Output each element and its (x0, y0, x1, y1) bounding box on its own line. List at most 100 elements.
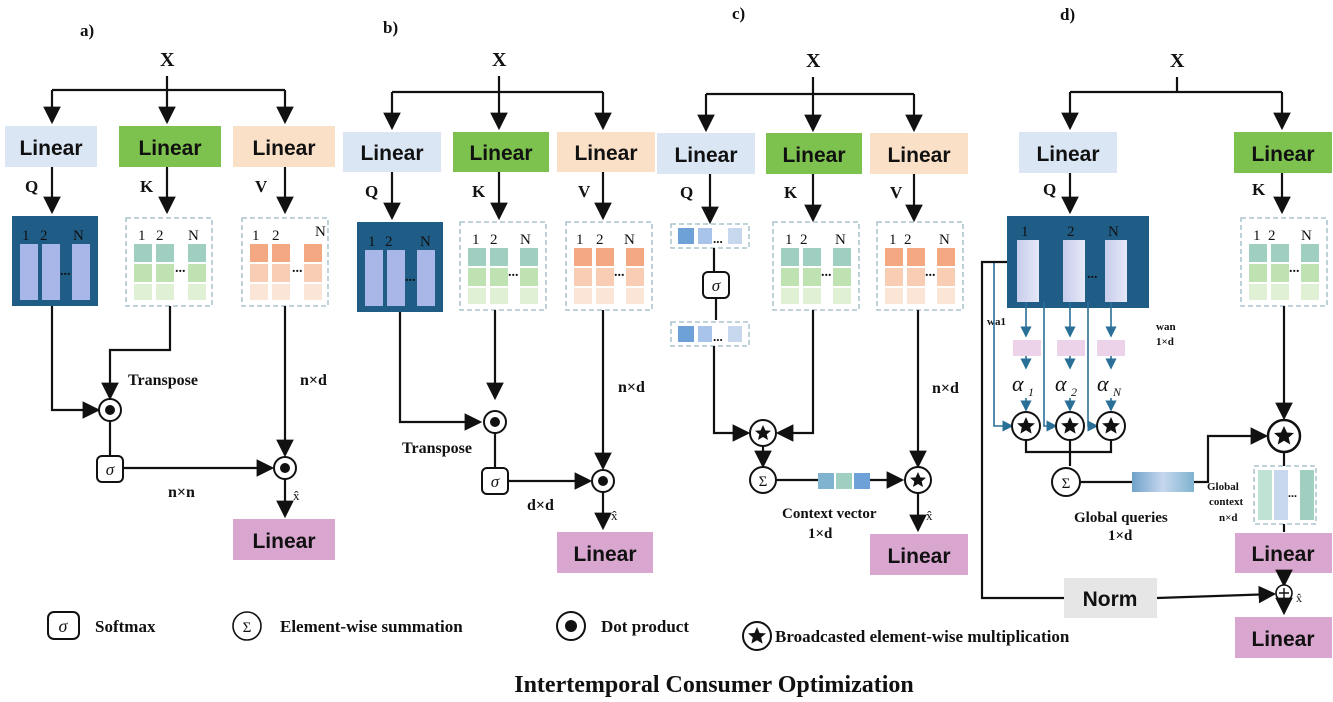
panel-a-k-matrix: 1 2 N ... (125, 217, 213, 307)
svg-text:2: 2 (385, 234, 393, 250)
svg-text:Linear: Linear (469, 142, 532, 165)
panel-c-context-vector (818, 473, 870, 489)
svg-text:N: N (1301, 228, 1312, 244)
panel-a-linear-k (119, 126, 221, 167)
panel-a-linear-v (233, 126, 335, 167)
svg-text:Σ: Σ (243, 620, 252, 636)
panel-c-v-matrix: 1 2 N ... (876, 221, 964, 311)
svg-text:x̂: x̂ (926, 508, 933, 523)
panel-d-alphaN: α (1097, 371, 1109, 396)
svg-text:N: N (520, 232, 531, 248)
panel-d-wan-dim: 1×d (1156, 336, 1174, 348)
svg-text:...: ... (292, 261, 303, 276)
svg-text:...: ... (405, 270, 416, 285)
panel-d-alpha1: α (1012, 371, 1024, 396)
svg-text:...: ... (1288, 486, 1297, 500)
panel-d-global-context: ... (1253, 465, 1317, 525)
panel-d-wa1: wa1 (987, 316, 1006, 328)
panel-a-input-x: X (160, 49, 175, 71)
svg-text:...: ... (925, 265, 936, 280)
svg-text:...: ... (508, 265, 519, 280)
svg-text:Linear: Linear (138, 137, 201, 160)
svg-text:Linear: Linear (1251, 143, 1314, 166)
svg-text:...: ... (821, 265, 832, 280)
panel-c-linear-v (870, 133, 968, 174)
panel-a-nn: n×n (168, 484, 195, 501)
panel-d-input-x: X (1170, 50, 1185, 72)
panel-d-linear-k (1234, 132, 1332, 173)
panel-a-split-lines (50, 76, 287, 122)
panel-b-linear-q (343, 132, 441, 172)
panel-a-linear-q (5, 126, 97, 167)
svg-text:1: 1 (576, 232, 584, 248)
panel-d-alpha2: α (1055, 371, 1067, 396)
panel-c-linear-out (870, 534, 968, 575)
panel-d-linear-out (1235, 617, 1332, 658)
panel-a-v-matrix: 1 2 N ... (241, 217, 329, 307)
svg-text:σ: σ (491, 472, 500, 491)
svg-text:2: 2 (1067, 224, 1075, 240)
svg-text:2: 2 (490, 232, 498, 248)
panel-a-nd: n×d (300, 372, 327, 389)
svg-text:Σ: Σ (1062, 476, 1071, 492)
svg-text:Linear: Linear (782, 144, 845, 167)
panel-b-dd: d×d (527, 497, 554, 514)
panel-d-k-matrix: 1 2 N ... (1240, 217, 1328, 307)
panel-d-global-queries-dim: 1×d (1108, 528, 1133, 544)
panel-b-linear-v (557, 132, 655, 172)
legend-dot-label: Dot product (601, 617, 689, 636)
svg-text:2: 2 (1071, 385, 1077, 399)
svg-text:Linear: Linear (1036, 143, 1099, 166)
svg-text:K: K (1252, 180, 1266, 199)
svg-text:Q: Q (1043, 180, 1056, 199)
svg-text:...: ... (60, 264, 71, 279)
panel-c-linear-k (766, 133, 862, 174)
panel-d: d) X Linear Linear Q K 1 2 N ... 1 (980, 5, 1332, 658)
panel-c-q-vector: ... (670, 223, 750, 249)
legend: σ Softmax Σ Element-wise summation Dot p… (47, 611, 1070, 651)
svg-text:Linear: Linear (360, 142, 423, 165)
panel-d-linear-q (1019, 132, 1117, 173)
svg-text:1: 1 (472, 232, 480, 248)
svg-text:Q: Q (365, 182, 378, 201)
svg-text:N: N (1112, 385, 1122, 399)
svg-text:V: V (578, 182, 591, 201)
svg-text:N: N (315, 224, 326, 240)
panel-b: b) X Linear Linear Linear Q K V 1 2 N ..… (343, 18, 655, 573)
panel-b-v-matrix: 1 2 N ... (565, 221, 653, 311)
svg-text:1: 1 (368, 234, 376, 250)
panel-a: a) X Linear Linear Linear Q K V 1 2 N ..… (5, 21, 335, 560)
panel-b-nd: n×d (618, 379, 645, 396)
legend-softmax-icon (47, 611, 80, 640)
svg-text:2: 2 (40, 228, 48, 244)
svg-text:...: ... (175, 261, 186, 276)
svg-text:2: 2 (272, 228, 280, 244)
panel-b-q-matrix: 1 2 N ... (357, 222, 443, 312)
svg-text:Linear: Linear (19, 137, 82, 160)
panel-c-k-matrix: 1 2 N ... (772, 221, 860, 311)
svg-text:x̂: x̂ (293, 488, 300, 503)
svg-text:K: K (472, 182, 486, 201)
svg-text:Linear: Linear (573, 543, 636, 566)
svg-text:K: K (784, 183, 798, 202)
panel-b-linear-out (557, 532, 653, 573)
svg-text:1: 1 (1028, 385, 1034, 399)
figure-title: Intertemporal Consumer Optimization (514, 672, 914, 698)
svg-text:2: 2 (1268, 228, 1276, 244)
panel-b-k-matrix: 1 2 N ... (459, 221, 547, 311)
panel-d-global-queries: Global queries (1074, 510, 1168, 526)
panel-a-label: a) (80, 21, 94, 40)
svg-text:Linear: Linear (1251, 628, 1314, 651)
svg-text:N: N (939, 232, 950, 248)
panel-d-global-context-label-3: n×d (1219, 512, 1238, 524)
svg-text:...: ... (713, 329, 723, 344)
panel-d-global-context-label-1: Global (1207, 481, 1239, 493)
panel-c-input-x: X (806, 50, 821, 72)
svg-text:2: 2 (904, 232, 912, 248)
panel-b-linear-k (453, 132, 549, 172)
svg-text:...: ... (614, 265, 625, 280)
svg-text:...: ... (1289, 261, 1300, 276)
svg-text:N: N (624, 232, 635, 248)
svg-text:1: 1 (785, 232, 793, 248)
